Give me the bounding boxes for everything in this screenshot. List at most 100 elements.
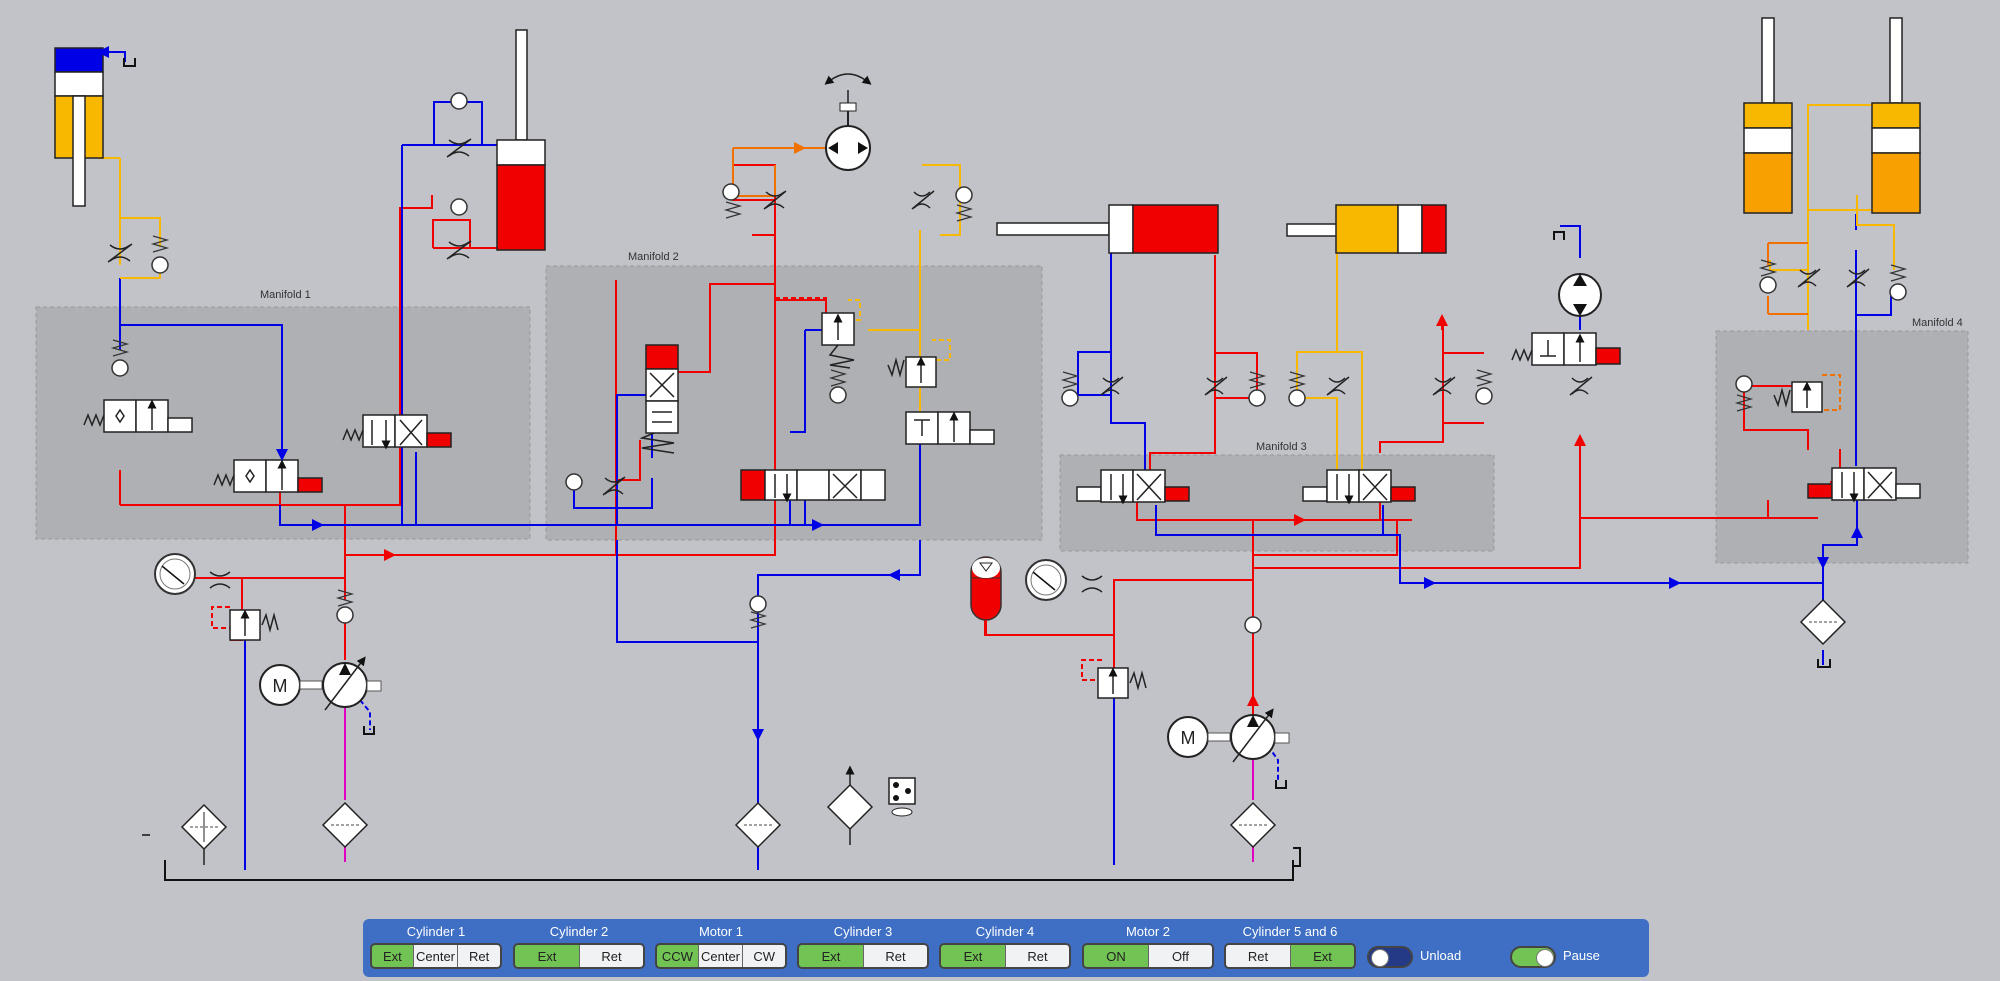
cylinder-1-title: Cylinder 1 [406,924,466,939]
cylinder-2-directional-valve [342,414,452,447]
cylinder-5 [1743,17,1793,214]
check-valve [1735,375,1753,393]
sequence-valve-m1 [887,356,937,388]
manifold-2: Manifold 2 [545,251,1043,541]
cylinder-1-ext-button[interactable]: Ext [372,945,413,967]
check-valve [1889,283,1907,301]
cylinder-1-controls: Cylinder 1 Ext Center Ret [370,923,502,969]
check-valve [111,359,129,377]
manifold-2-valve-c [905,411,995,445]
cylinder-3-title: Cylinder 3 [833,924,893,939]
check-valve [336,606,354,624]
cylinder-3-ret-button[interactable]: Ret [862,945,927,967]
unload-toggle[interactable] [1367,946,1413,968]
check-valve [1061,389,1079,407]
cylinder-2-title: Cylinder 2 [549,924,609,939]
accumulator [970,556,1002,635]
cylinder-4-ret-button[interactable]: Ret [1004,945,1069,967]
motor-2-symbol: M [1181,728,1196,748]
check-valve [1288,389,1306,407]
cylinder-1-ret-button[interactable]: Ret [457,945,500,967]
check-valve [1759,276,1777,294]
filter-2 [321,801,369,849]
cylinder-56-title: Cylinder 5 and 6 [1242,924,1338,939]
cylinder-4-ext-button[interactable]: Ext [941,945,1005,967]
motor-1-title: Motor 1 [698,924,744,939]
check-valve [450,92,468,110]
check-valves [111,92,1907,634]
relief-valve-1 [229,609,279,641]
motor-1-center-button[interactable]: Center [697,945,743,967]
relief-valve-2 [1097,667,1147,699]
unload-label: Unload [1420,948,1462,963]
hydraulic-motor-1 [824,73,872,171]
check-valve [151,256,169,274]
flow-controls [107,138,1870,593]
manifold-1-valve-b [213,459,323,493]
cylinder-2-ext-button[interactable]: Ext [515,945,579,967]
manifold-2-pressure-valve [639,344,679,454]
check-valve [1248,389,1266,407]
pressure-gauge-2 [1025,559,1067,601]
orange-lines [732,147,1808,315]
check-valve [450,198,468,216]
motor-2-title: Motor 2 [1125,924,1171,939]
check-valve [749,595,767,613]
motor-1-cw-button[interactable]: CW [742,945,785,967]
pressure-gauge-1 [154,553,196,595]
check-valve [722,183,740,201]
manifold-4-label: Manifold 4 [1912,317,1963,329]
manifold-4: Manifold 4 [1715,317,1969,564]
unload-toggle-knob [1371,949,1389,967]
pause-label: Pause [1563,948,1600,963]
check-valve [565,473,583,491]
cylinder-1 [54,46,136,207]
motor-2-on-button[interactable]: ON [1084,945,1148,967]
motor-1-ccw-button[interactable]: CCW [657,945,698,967]
manifold-1-label: Manifold 1 [260,289,311,301]
pressure-valve-m4 [1773,381,1823,413]
cylinder-56-controls: Cylinder 5 and 6 Ret Ext [1224,923,1356,969]
cylinder-3-directional-valve [1076,469,1190,502]
cylinder-4 [1286,204,1447,254]
flow-arrows [276,142,1863,741]
drain-lines [344,700,1254,862]
control-panel: Cylinder 1 Ext Center Ret Cylinder 2 Ext… [363,919,1649,977]
check-valve [955,186,973,204]
cylinder-56-directional-valve [1807,467,1921,500]
filter-5 [1799,598,1847,668]
cylinder-4-title: Cylinder 4 [975,924,1035,939]
filter-1 [180,803,228,865]
check-valve [1475,387,1493,405]
cylinder-2-ret-button[interactable]: Ret [578,945,643,967]
filter-3 [734,801,782,849]
motor-2-directional-valve [1511,332,1621,366]
manifold-2-label: Manifold 2 [628,251,679,263]
motor-2-off-button[interactable]: Off [1147,945,1212,967]
cylinder-56-ret-button[interactable]: Ret [1226,945,1290,967]
pump-1: M [259,656,382,735]
cylinder-3-controls: Cylinder 3 Ext Ret [797,923,929,969]
pause-toggle-knob [1536,949,1554,967]
cylinder-3 [996,204,1219,254]
hydraulic-motor-2 [1553,231,1602,317]
cylinder-4-controls: Cylinder 4 Ext Ret [939,923,1071,969]
motor-1-symbol: M [273,676,288,696]
manifold-1-valve-a [83,399,193,433]
cylinder-1-center-button[interactable]: Center [412,945,458,967]
motor-2-controls: Motor 2 ON Off [1082,923,1214,969]
check-valve [829,386,847,404]
cylinder-56-ext-button[interactable]: Ext [1289,945,1354,967]
return-lines [119,101,1892,870]
springs [110,201,1908,629]
tank-line [142,834,1301,881]
pause-toggle[interactable] [1510,946,1556,968]
manifold-3-label: Manifold 3 [1256,441,1307,453]
filter-4 [1229,801,1277,849]
check-valve [1244,616,1262,634]
cylinder-3-ext-button[interactable]: Ext [799,945,863,967]
counterbalance-valve-m1 [821,312,855,369]
air-breather [826,765,874,845]
